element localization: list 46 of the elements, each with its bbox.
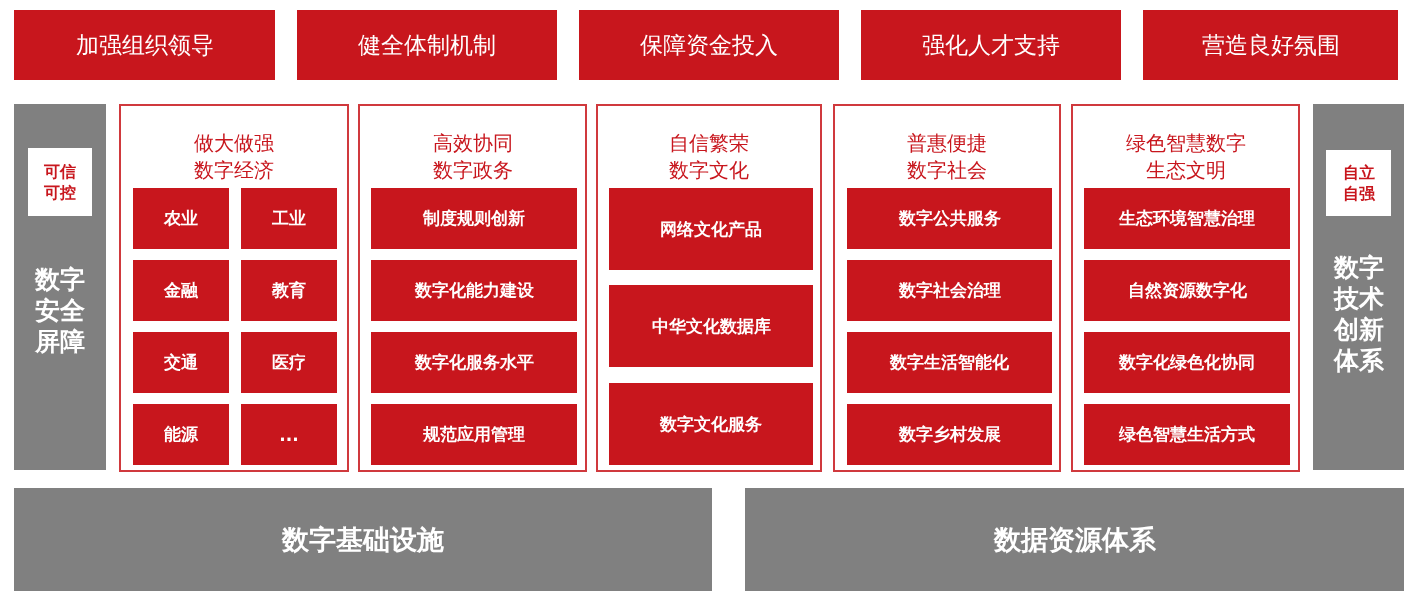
- item-box: 交通: [133, 332, 229, 393]
- measure-box: 保障资金投入: [579, 10, 839, 80]
- side-band: [14, 104, 106, 470]
- foundation-band: 数据资源体系: [745, 488, 1404, 591]
- measure-box: 营造良好氛围: [1143, 10, 1398, 80]
- item-box: 工业: [241, 188, 337, 249]
- pillar-panel: [833, 104, 1061, 472]
- panel-heading: 绿色智慧数字生态文明: [1124, 130, 1247, 184]
- item-box: 制度规则创新: [371, 188, 577, 249]
- item-box: 数字社会治理: [847, 260, 1052, 321]
- tag-box: 可信可控: [28, 148, 92, 216]
- item-box: 教育: [241, 260, 337, 321]
- item-box: 规范应用管理: [371, 404, 577, 465]
- pillar-panel: [1071, 104, 1300, 472]
- item-box: 生态环境智慧治理: [1084, 188, 1290, 249]
- item-box: 金融: [133, 260, 229, 321]
- item-box: 能源: [133, 404, 229, 465]
- panel-heading: 高效协同数字政务: [431, 130, 514, 184]
- band-label: 数字安全屏障: [34, 264, 86, 357]
- item-box: 数字公共服务: [847, 188, 1052, 249]
- item-box: 数字生活智能化: [847, 332, 1052, 393]
- side-band: [1313, 104, 1404, 470]
- item-box: 数字文化服务: [609, 383, 813, 465]
- foundation-band: 数字基础设施: [14, 488, 712, 591]
- item-box: 网络文化产品: [609, 188, 813, 270]
- measure-box: 健全体制机制: [297, 10, 557, 80]
- item-box: 数字化服务水平: [371, 332, 577, 393]
- pillar-panel: [596, 104, 822, 472]
- item-box: 数字乡村发展: [847, 404, 1052, 465]
- item-box: 数字化绿色化协同: [1084, 332, 1290, 393]
- item-box: 自然资源数字化: [1084, 260, 1290, 321]
- pillar-panel: [119, 104, 349, 472]
- panel-heading: 做大做强数字经济: [193, 130, 275, 184]
- measure-box: 强化人才支持: [861, 10, 1121, 80]
- item-box: 医疗: [241, 332, 337, 393]
- pillar-panel: [358, 104, 587, 472]
- band-label: 数字技术创新体系: [1332, 252, 1385, 376]
- measure-box: 加强组织领导: [14, 10, 275, 80]
- panel-heading: 自信繁荣数字文化: [668, 130, 750, 184]
- item-box: 中华文化数据库: [609, 285, 813, 367]
- item-box: 绿色智慧生活方式: [1084, 404, 1290, 465]
- item-box: ...: [241, 404, 337, 465]
- item-box: 农业: [133, 188, 229, 249]
- tag-box: 自立自强: [1326, 150, 1391, 216]
- item-box: 数字化能力建设: [371, 260, 577, 321]
- panel-heading: 普惠便捷数字社会: [906, 130, 988, 184]
